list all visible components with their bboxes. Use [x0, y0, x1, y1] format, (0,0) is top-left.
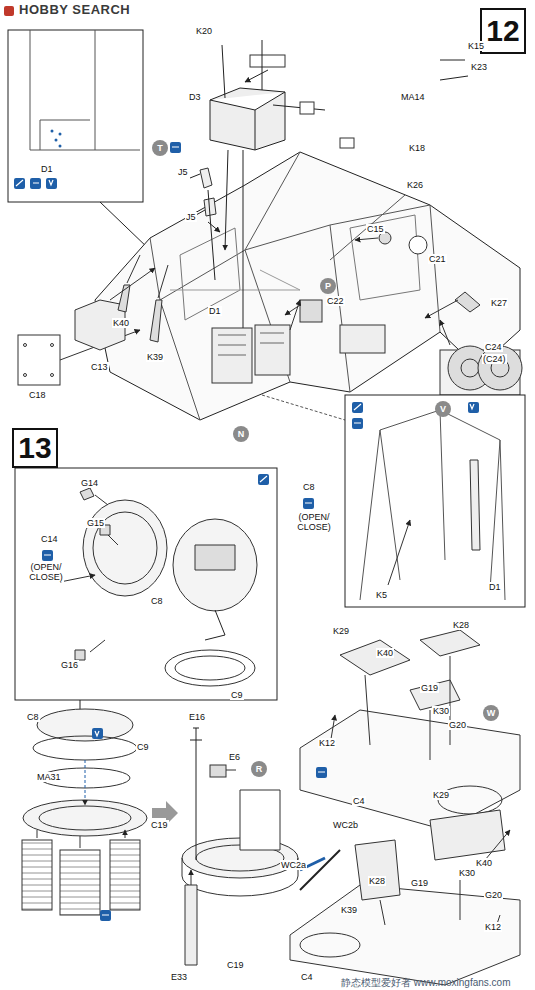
part-number: G16 [60, 660, 79, 670]
part-number: K28 [368, 876, 386, 886]
part-number: G19 [420, 683, 439, 693]
part-number: G15 [86, 518, 105, 528]
part-number: D3 [188, 92, 202, 102]
part-number: C8 [150, 596, 164, 606]
part-number: MA14 [400, 92, 426, 102]
part-number: K29 [432, 790, 450, 800]
part-number: K20 [195, 26, 213, 36]
subassembly-callout: T [152, 140, 168, 156]
callout-letter: N [238, 429, 245, 439]
subassembly-callout: N [233, 426, 249, 442]
callout-letter: R [256, 764, 263, 774]
part-number: WC2b [332, 820, 359, 830]
step-number: 12 [486, 14, 519, 48]
subassembly-callout: P [320, 278, 336, 294]
part-number: K18 [408, 143, 426, 153]
part-number: C13 [90, 362, 109, 372]
part-number: K30 [458, 868, 476, 878]
subassembly-callout: R [251, 761, 267, 777]
part-number: K40 [112, 318, 130, 328]
part-number: K39 [146, 352, 164, 362]
part-number: G14 [80, 478, 99, 488]
part-number: K27 [490, 298, 508, 308]
part-number: E33 [170, 972, 188, 982]
part-number: C14 [40, 534, 59, 544]
part-number: C15 [366, 224, 385, 234]
part-number: C4 [352, 796, 366, 806]
part-number: J5 [177, 167, 189, 177]
part-number: C9 [136, 742, 150, 752]
part-number: C19 [226, 960, 245, 970]
part-number: C8 [26, 712, 40, 722]
callout-letter: T [157, 143, 163, 153]
part-number: C18 [28, 390, 47, 400]
subassembly-callout: V [435, 401, 451, 417]
watermark: 静态模型爱好者 www.moxingfans.com [340, 978, 511, 988]
part-number: K39 [340, 905, 358, 915]
part-number: C8 [302, 482, 316, 492]
part-number: K40 [376, 648, 394, 658]
part-number: K5 [375, 590, 388, 600]
subassembly-callout: W [483, 705, 499, 721]
part-number: G20 [484, 890, 503, 900]
part-number: J5 [185, 212, 197, 222]
part-number: K29 [332, 626, 350, 636]
part-number: C22 [326, 296, 345, 306]
part-number: D1 [488, 582, 502, 592]
part-number: C9 [230, 690, 244, 700]
part-number: E16 [188, 712, 206, 722]
part-number: G20 [448, 720, 467, 730]
part-number: K26 [406, 180, 424, 190]
callout-letter: W [487, 708, 496, 718]
part-number: K12 [484, 922, 502, 932]
part-number: (C24) [482, 354, 507, 364]
step-number-box: 12 [480, 8, 526, 54]
part-number: C19 [150, 820, 169, 830]
part-number: G19 [410, 878, 429, 888]
part-number: K23 [470, 62, 488, 72]
callout-letter: P [325, 281, 331, 291]
callout-letter: V [440, 404, 446, 414]
part-number: E6 [228, 752, 241, 762]
part-number: C24 [484, 342, 503, 352]
step-number: 13 [18, 431, 51, 465]
part-number: D1 [40, 164, 54, 174]
part-number: WC2a [280, 860, 307, 870]
part-number: C21 [428, 254, 447, 264]
part-number: D1 [208, 306, 222, 316]
part-number: MA31 [36, 772, 62, 782]
watermark: HOBBY SEARCH [18, 5, 131, 15]
part-number: C4 [300, 972, 314, 982]
step-number-box: 13 [12, 428, 58, 468]
note-text: (OPEN/ CLOSE) [296, 512, 332, 532]
part-number: K40 [475, 858, 493, 868]
part-number: K28 [452, 620, 470, 630]
note-text: (OPEN/ CLOSE) [28, 562, 64, 582]
part-number: K12 [318, 738, 336, 748]
part-number: K15 [467, 41, 485, 51]
part-number: K30 [432, 706, 450, 716]
